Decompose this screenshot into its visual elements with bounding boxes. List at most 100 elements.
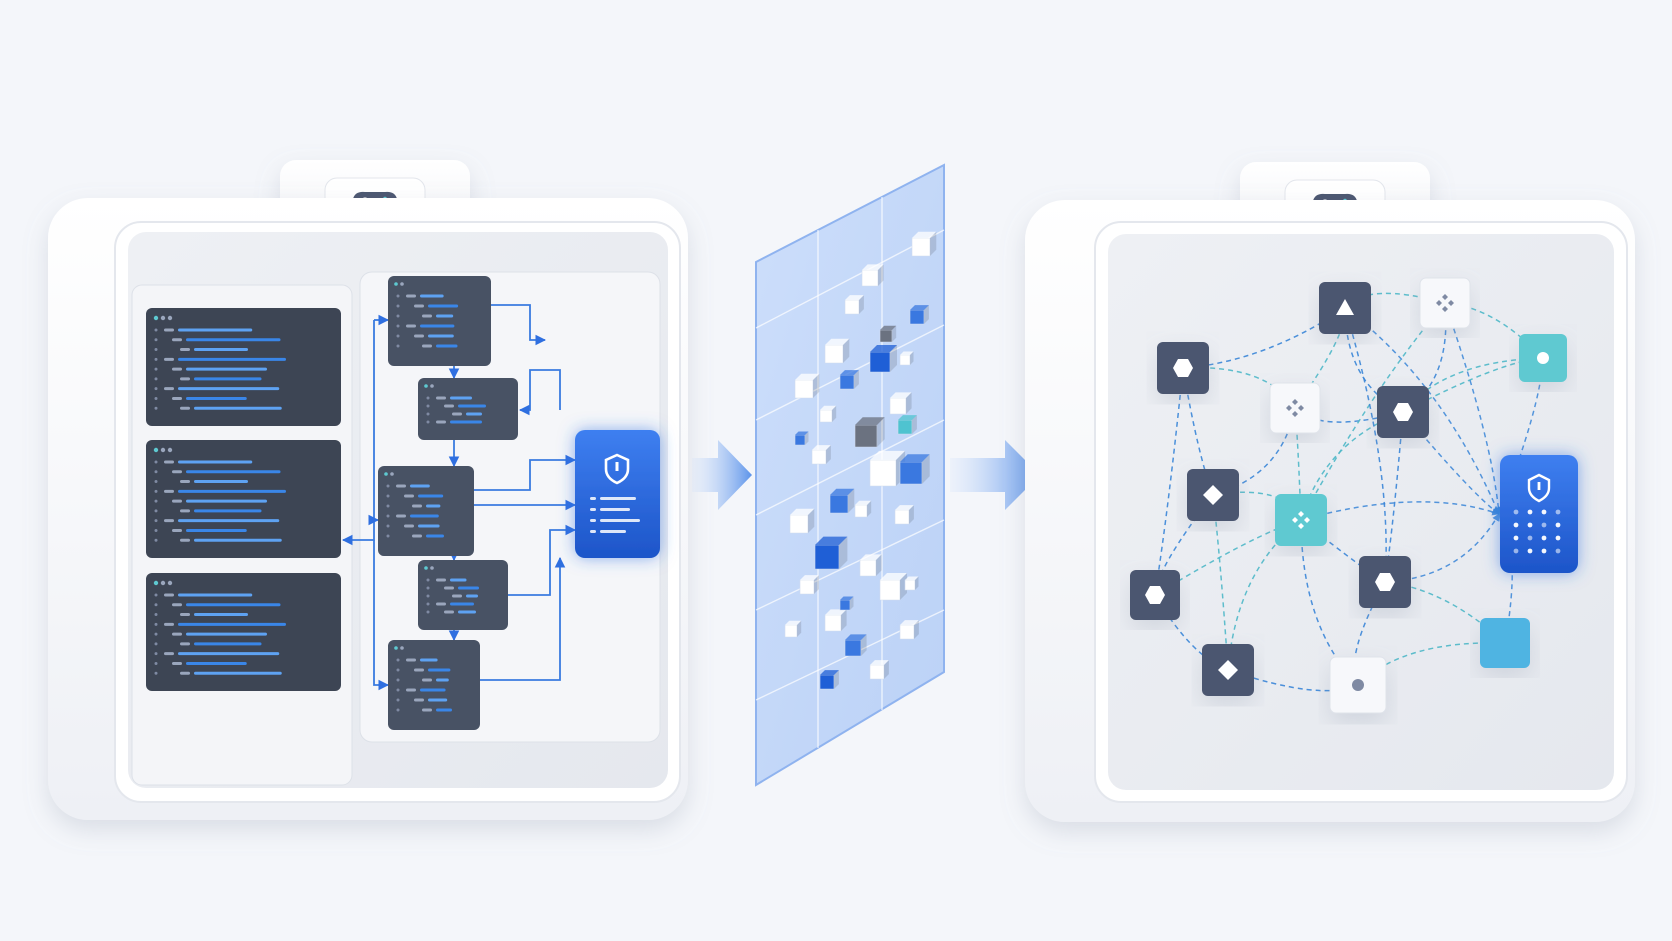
cube-top: [785, 620, 802, 625]
code-token: [420, 658, 438, 662]
cube-side: [826, 445, 831, 464]
mesh-link: [1154, 518, 1302, 596]
code-token: [186, 632, 267, 636]
code-gutter-dot: [396, 668, 400, 672]
code-token: [172, 603, 182, 607]
code-token: [178, 489, 286, 493]
code-gutter-dot: [426, 578, 430, 582]
code-gutter-dot: [154, 613, 158, 617]
code-token: [414, 334, 424, 338]
code-token: [396, 484, 406, 488]
window-dot: [167, 315, 173, 321]
left-connectors: [341, 304, 577, 691]
code-token: [428, 668, 451, 672]
cube: [879, 573, 907, 601]
code-token: [178, 328, 253, 332]
cube: [824, 338, 850, 364]
code-token: [194, 509, 262, 513]
code-token: [436, 578, 446, 582]
cube-face: [869, 459, 897, 487]
window-dot: [400, 282, 404, 286]
cube: [839, 370, 859, 390]
code-token: [164, 328, 174, 332]
window-dot: [167, 447, 173, 453]
code-token: [422, 678, 432, 682]
service-node-body: [418, 560, 508, 630]
code-token: [458, 610, 476, 614]
code-token: [410, 514, 439, 518]
code-token: [412, 504, 422, 508]
cube-top: [820, 405, 837, 410]
cube-side: [912, 415, 917, 434]
code-token: [180, 348, 190, 352]
code-token: [412, 534, 422, 538]
service-node: [388, 640, 480, 730]
code-window: [146, 308, 341, 426]
arrow-right-icon: [692, 440, 752, 510]
code-window-body: [146, 440, 341, 558]
shield-card-dot: [1527, 535, 1533, 541]
code-token: [420, 294, 444, 298]
mesh-node-body: [1419, 277, 1471, 329]
cube-side: [915, 576, 919, 590]
window-dot: [400, 646, 404, 650]
code-token: [164, 652, 174, 656]
shield-card-dot: [1513, 535, 1519, 541]
code-token: [172, 470, 182, 474]
code-token: [404, 524, 414, 528]
service-node: [378, 466, 474, 556]
code-token: [186, 470, 281, 474]
cube-side: [924, 305, 929, 324]
code-token: [458, 586, 479, 590]
window-dot: [430, 566, 434, 570]
cube-side: [877, 417, 885, 447]
shield-card-dots: [1513, 509, 1561, 554]
cube: [784, 620, 802, 638]
cube-side: [805, 431, 809, 445]
cube: [819, 405, 837, 423]
code-gutter-dot: [154, 632, 158, 636]
code-token: [436, 708, 452, 712]
code-gutter-dot: [154, 509, 158, 513]
code-token: [180, 480, 190, 484]
mesh-node: [1202, 644, 1254, 696]
sparkle-petal: [1304, 517, 1310, 523]
cube-side: [859, 295, 864, 314]
code-gutter-dot: [154, 406, 158, 410]
code-gutter-dot: [396, 314, 400, 318]
code-gutter-dot: [154, 348, 158, 352]
sparkle-petal: [1442, 294, 1448, 300]
sparkle-petal: [1286, 405, 1292, 411]
code-gutter-dot: [154, 357, 158, 361]
cube-top: [825, 609, 847, 615]
code-token: [410, 484, 430, 488]
window-dot: [390, 472, 394, 476]
sparkle-petal: [1436, 300, 1442, 306]
code-window-body: [146, 308, 341, 426]
cube: [909, 305, 929, 325]
cube: [904, 576, 919, 591]
cube-face: [897, 419, 913, 435]
cube: [799, 575, 819, 595]
window-dot: [153, 447, 159, 453]
code-token: [186, 528, 247, 532]
shield-card-dot: [1541, 535, 1547, 541]
cube-side: [839, 536, 848, 569]
cube-top: [900, 620, 919, 625]
code-gutter-dot: [386, 484, 390, 488]
cube-top: [855, 500, 872, 505]
circle-icon: [1352, 679, 1364, 691]
code-token: [164, 622, 174, 626]
cube-face: [894, 509, 910, 525]
code-token: [466, 412, 482, 416]
cube-top: [830, 488, 855, 495]
window-dot: [167, 580, 173, 586]
code-token: [178, 622, 286, 626]
shield-card-dot: [1541, 509, 1547, 515]
connector-line: [490, 304, 547, 346]
code-gutter-dot: [426, 586, 430, 590]
cube: [811, 445, 831, 465]
code-gutter-dot: [396, 708, 400, 712]
cube-face: [909, 309, 925, 325]
code-gutter-dot: [426, 404, 430, 408]
